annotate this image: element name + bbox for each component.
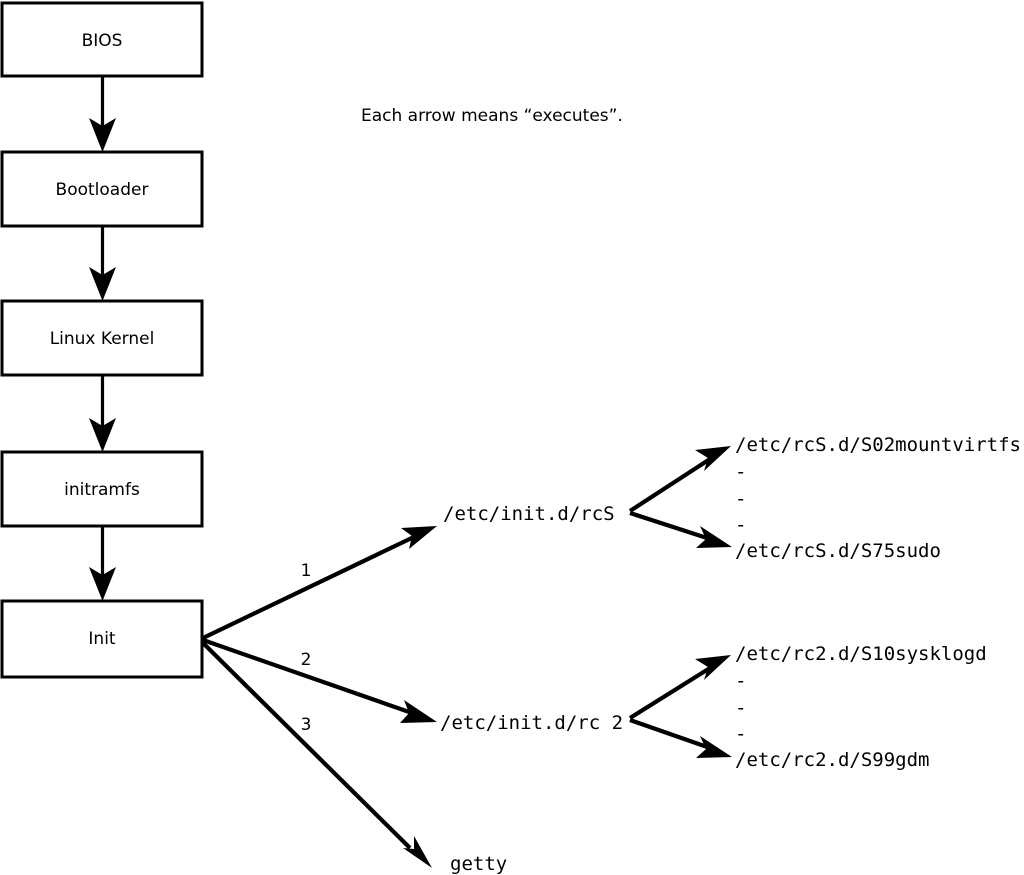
- node-getty-label[interactable]: getty: [450, 853, 507, 875]
- arrowhead-icon: [695, 655, 731, 680]
- initramfs-box[interactable]: [0, 450, 204, 528]
- bootloader-box[interactable]: [0, 150, 204, 228]
- arrowhead-icon: [89, 118, 116, 152]
- branch-number-2: 2: [301, 650, 312, 670]
- node-rc2-label[interactable]: /etc/init.d/rc 2: [440, 712, 623, 734]
- rcs-ellipsis-dash-3: -: [735, 514, 746, 536]
- arrow-init-to-rc2: [202, 638, 437, 723]
- rc2-first-script[interactable]: /etc/rc2.d/S10sysklogd: [735, 643, 987, 665]
- rcs-first-script[interactable]: /etc/rcS.d/S02mountvirtfs: [735, 434, 1021, 456]
- arrow-rc2-to-first-script: [628, 655, 731, 720]
- arrow-initramfs-to-init: [89, 526, 116, 601]
- init-box[interactable]: [0, 599, 204, 679]
- arrow-bios-to-bootloader: [89, 76, 116, 152]
- node-initramfs[interactable]: initramfs: [0, 450, 204, 528]
- arrowhead-icon: [695, 446, 731, 471]
- rcs-last-script[interactable]: /etc/rcS.d/S75sudo: [735, 540, 941, 562]
- rc2-last-script[interactable]: /etc/rc2.d/S99gdm: [735, 749, 929, 771]
- bios-label: BIOS: [82, 31, 123, 51]
- arrow-init-to-rcs: [202, 526, 437, 640]
- rc2-ellipsis-dash-2: -: [735, 697, 746, 719]
- node-linux-kernel[interactable]: Linux Kernel: [0, 299, 204, 377]
- arrow-bootloader-to-kernel: [89, 226, 116, 301]
- arrowhead-icon: [696, 736, 732, 758]
- arrowhead-icon: [696, 526, 732, 548]
- node-bios[interactable]: BIOS: [0, 1, 204, 78]
- arrowhead-icon: [400, 700, 437, 723]
- arrow-init-to-getty: [201, 641, 432, 868]
- rcs-ellipsis-dash-2: -: [735, 488, 746, 510]
- arrow-rc2-to-last-script: [629, 718, 732, 758]
- branch-number-3: 3: [301, 715, 312, 735]
- arrowhead-icon: [89, 567, 116, 601]
- bios-box[interactable]: [0, 1, 204, 78]
- rcs-ellipsis-dash-1: -: [735, 461, 746, 483]
- arrowhead-icon: [401, 526, 437, 549]
- node-bootloader[interactable]: Bootloader: [0, 150, 204, 228]
- rc2-ellipsis-dash-1: -: [735, 670, 746, 692]
- arrowhead-icon: [89, 418, 116, 452]
- init-label: Init: [88, 629, 116, 649]
- arrow-kernel-to-initramfs: [89, 375, 116, 452]
- node-rcs-label[interactable]: /etc/init.d/rcS: [443, 503, 615, 525]
- rc2-ellipsis-dash-3: -: [735, 723, 746, 745]
- legend-note: Each arrow means “executes”.: [361, 106, 623, 126]
- node-init[interactable]: Init: [0, 599, 204, 679]
- arrow-rcs-to-first-script: [628, 446, 731, 513]
- arrow-rcs-to-last-script: [629, 511, 732, 548]
- initramfs-label: initramfs: [64, 480, 140, 500]
- bootloader-label: Bootloader: [56, 180, 149, 200]
- branch-number-1: 1: [301, 561, 312, 581]
- arrowhead-icon: [403, 836, 432, 868]
- linux-kernel-label: Linux Kernel: [50, 329, 155, 349]
- arrowhead-icon: [89, 267, 116, 301]
